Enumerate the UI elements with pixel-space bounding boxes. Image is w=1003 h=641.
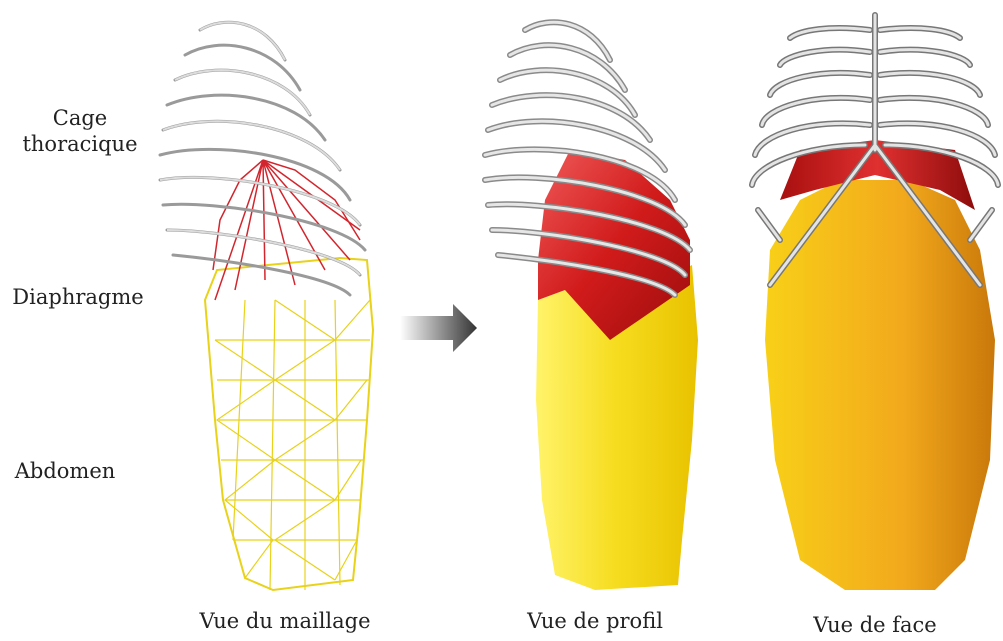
caption-profile-view: Vue de profil bbox=[505, 608, 685, 634]
diaphragme-label: Diaphragme bbox=[8, 284, 148, 310]
cage-label-line1: Cage bbox=[10, 105, 150, 131]
cage-thoracique-label: Cage thoracique bbox=[10, 105, 150, 157]
profile-view-figure bbox=[470, 0, 730, 600]
caption-mesh-view: Vue du maillage bbox=[190, 608, 380, 634]
abdomen-mesh-lines bbox=[215, 300, 370, 590]
front-view-figure bbox=[740, 0, 1003, 600]
caption-front-view: Vue de face bbox=[795, 612, 955, 638]
abdomen-label: Abdomen bbox=[0, 458, 135, 484]
mesh-view-figure bbox=[145, 0, 405, 600]
cage-label-line2: thoracique bbox=[10, 131, 150, 157]
mesh-ribs bbox=[160, 22, 365, 295]
